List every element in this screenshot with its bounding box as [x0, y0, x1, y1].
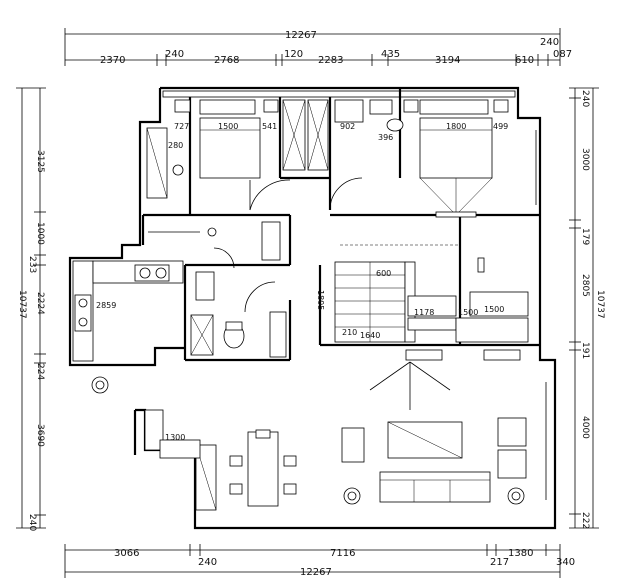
- bed-right: [419, 117, 493, 179]
- top-dimensions: 12267 2370 240 2768 120 2283 435 3194 61…: [64, 28, 572, 66]
- top-dim-5: 2283: [318, 55, 343, 66]
- utility-room: [146, 127, 281, 261]
- label-1805: 1805: [316, 290, 325, 310]
- top-dim-9: 087: [553, 49, 572, 60]
- staircase: [334, 244, 460, 343]
- top-dim-6: 435: [381, 49, 400, 60]
- bottom-dim-3: 7116: [330, 548, 355, 559]
- label-600: 600: [376, 269, 391, 278]
- bottom-dim-6: 340: [556, 557, 575, 568]
- label-541: 541: [262, 122, 277, 131]
- left-dim-1: 3125: [35, 150, 45, 173]
- left-dim-3: 233: [27, 256, 37, 273]
- right-total-dim: 10737: [595, 290, 605, 319]
- bottom-dim-1: 3066: [114, 548, 139, 559]
- top-dim-8: 610: [515, 55, 534, 66]
- dining-table: [247, 431, 279, 507]
- left-dimensions: 3125 1000 233 2224 224 3690 240 10737: [16, 87, 46, 531]
- bottom-dim-4: 217: [490, 557, 509, 568]
- sofa: [379, 471, 491, 503]
- label-396: 396: [378, 133, 393, 142]
- left-dim-5: 224: [35, 363, 45, 380]
- label-1178: 1178: [414, 308, 434, 317]
- left-dim-7: 240: [27, 514, 37, 531]
- bedroom-left: [174, 99, 291, 211]
- label-1640: 1640: [360, 331, 380, 340]
- left-total-dim: 10737: [17, 290, 27, 319]
- label-1300: 1300: [165, 433, 185, 442]
- right-dim-5: 191: [580, 342, 590, 359]
- bathroom-lower: [190, 281, 287, 358]
- label-1500-cab: 1500: [458, 308, 478, 317]
- top-dim-3: 2768: [214, 55, 239, 66]
- left-dim-4: 2224: [35, 292, 45, 315]
- interior-labels: 727 1500 541 280 902 396 1800 499 600 18…: [96, 122, 508, 442]
- left-dim-2: 1000: [35, 222, 45, 245]
- label-1500-mid: 1500: [484, 305, 504, 314]
- closet-strip: [282, 99, 329, 171]
- living-dining: [91, 361, 547, 511]
- bottom-dim-5: 1380: [508, 548, 533, 559]
- right-dim-2: 3000: [580, 148, 590, 171]
- label-902: 902: [340, 122, 355, 131]
- top-dim-4: 120: [284, 49, 303, 60]
- top-dim-7: 3194: [435, 55, 460, 66]
- top-dim-10: 240: [540, 37, 559, 48]
- bottom-dimensions: 3066 240 7116 217 1380 340 12267: [64, 544, 575, 578]
- right-dim-7: 222: [580, 512, 590, 529]
- right-dim-4: 2805: [580, 274, 590, 297]
- bottom-total-dim: 12267: [300, 567, 332, 578]
- bathroom-top: [329, 99, 404, 211]
- right-dim-1: 240: [580, 90, 590, 107]
- label-727: 727: [174, 122, 189, 131]
- top-total-dim: 12267: [285, 30, 317, 41]
- bedroom-right: [403, 99, 537, 218]
- left-dim-6: 3690: [35, 424, 45, 447]
- label-280: 280: [168, 141, 183, 150]
- kitchen: [72, 247, 235, 362]
- bottom-dim-2: 240: [198, 557, 217, 568]
- bed-left: [199, 117, 261, 179]
- right-dim-6: 4000: [580, 416, 590, 439]
- top-dim-1: 2370: [100, 55, 125, 66]
- right-dim-3: 179: [580, 228, 590, 245]
- cabinet-area: [405, 257, 529, 361]
- label-210: 210: [342, 328, 357, 337]
- label-499: 499: [493, 122, 508, 131]
- top-dim-2: 240: [165, 49, 184, 60]
- label-1500-top: 1500: [218, 122, 238, 131]
- right-dimensions: 240 3000 179 2805 191 4000 222 10737: [569, 87, 605, 529]
- label-1800: 1800: [446, 122, 466, 131]
- label-2859: 2859: [96, 301, 116, 310]
